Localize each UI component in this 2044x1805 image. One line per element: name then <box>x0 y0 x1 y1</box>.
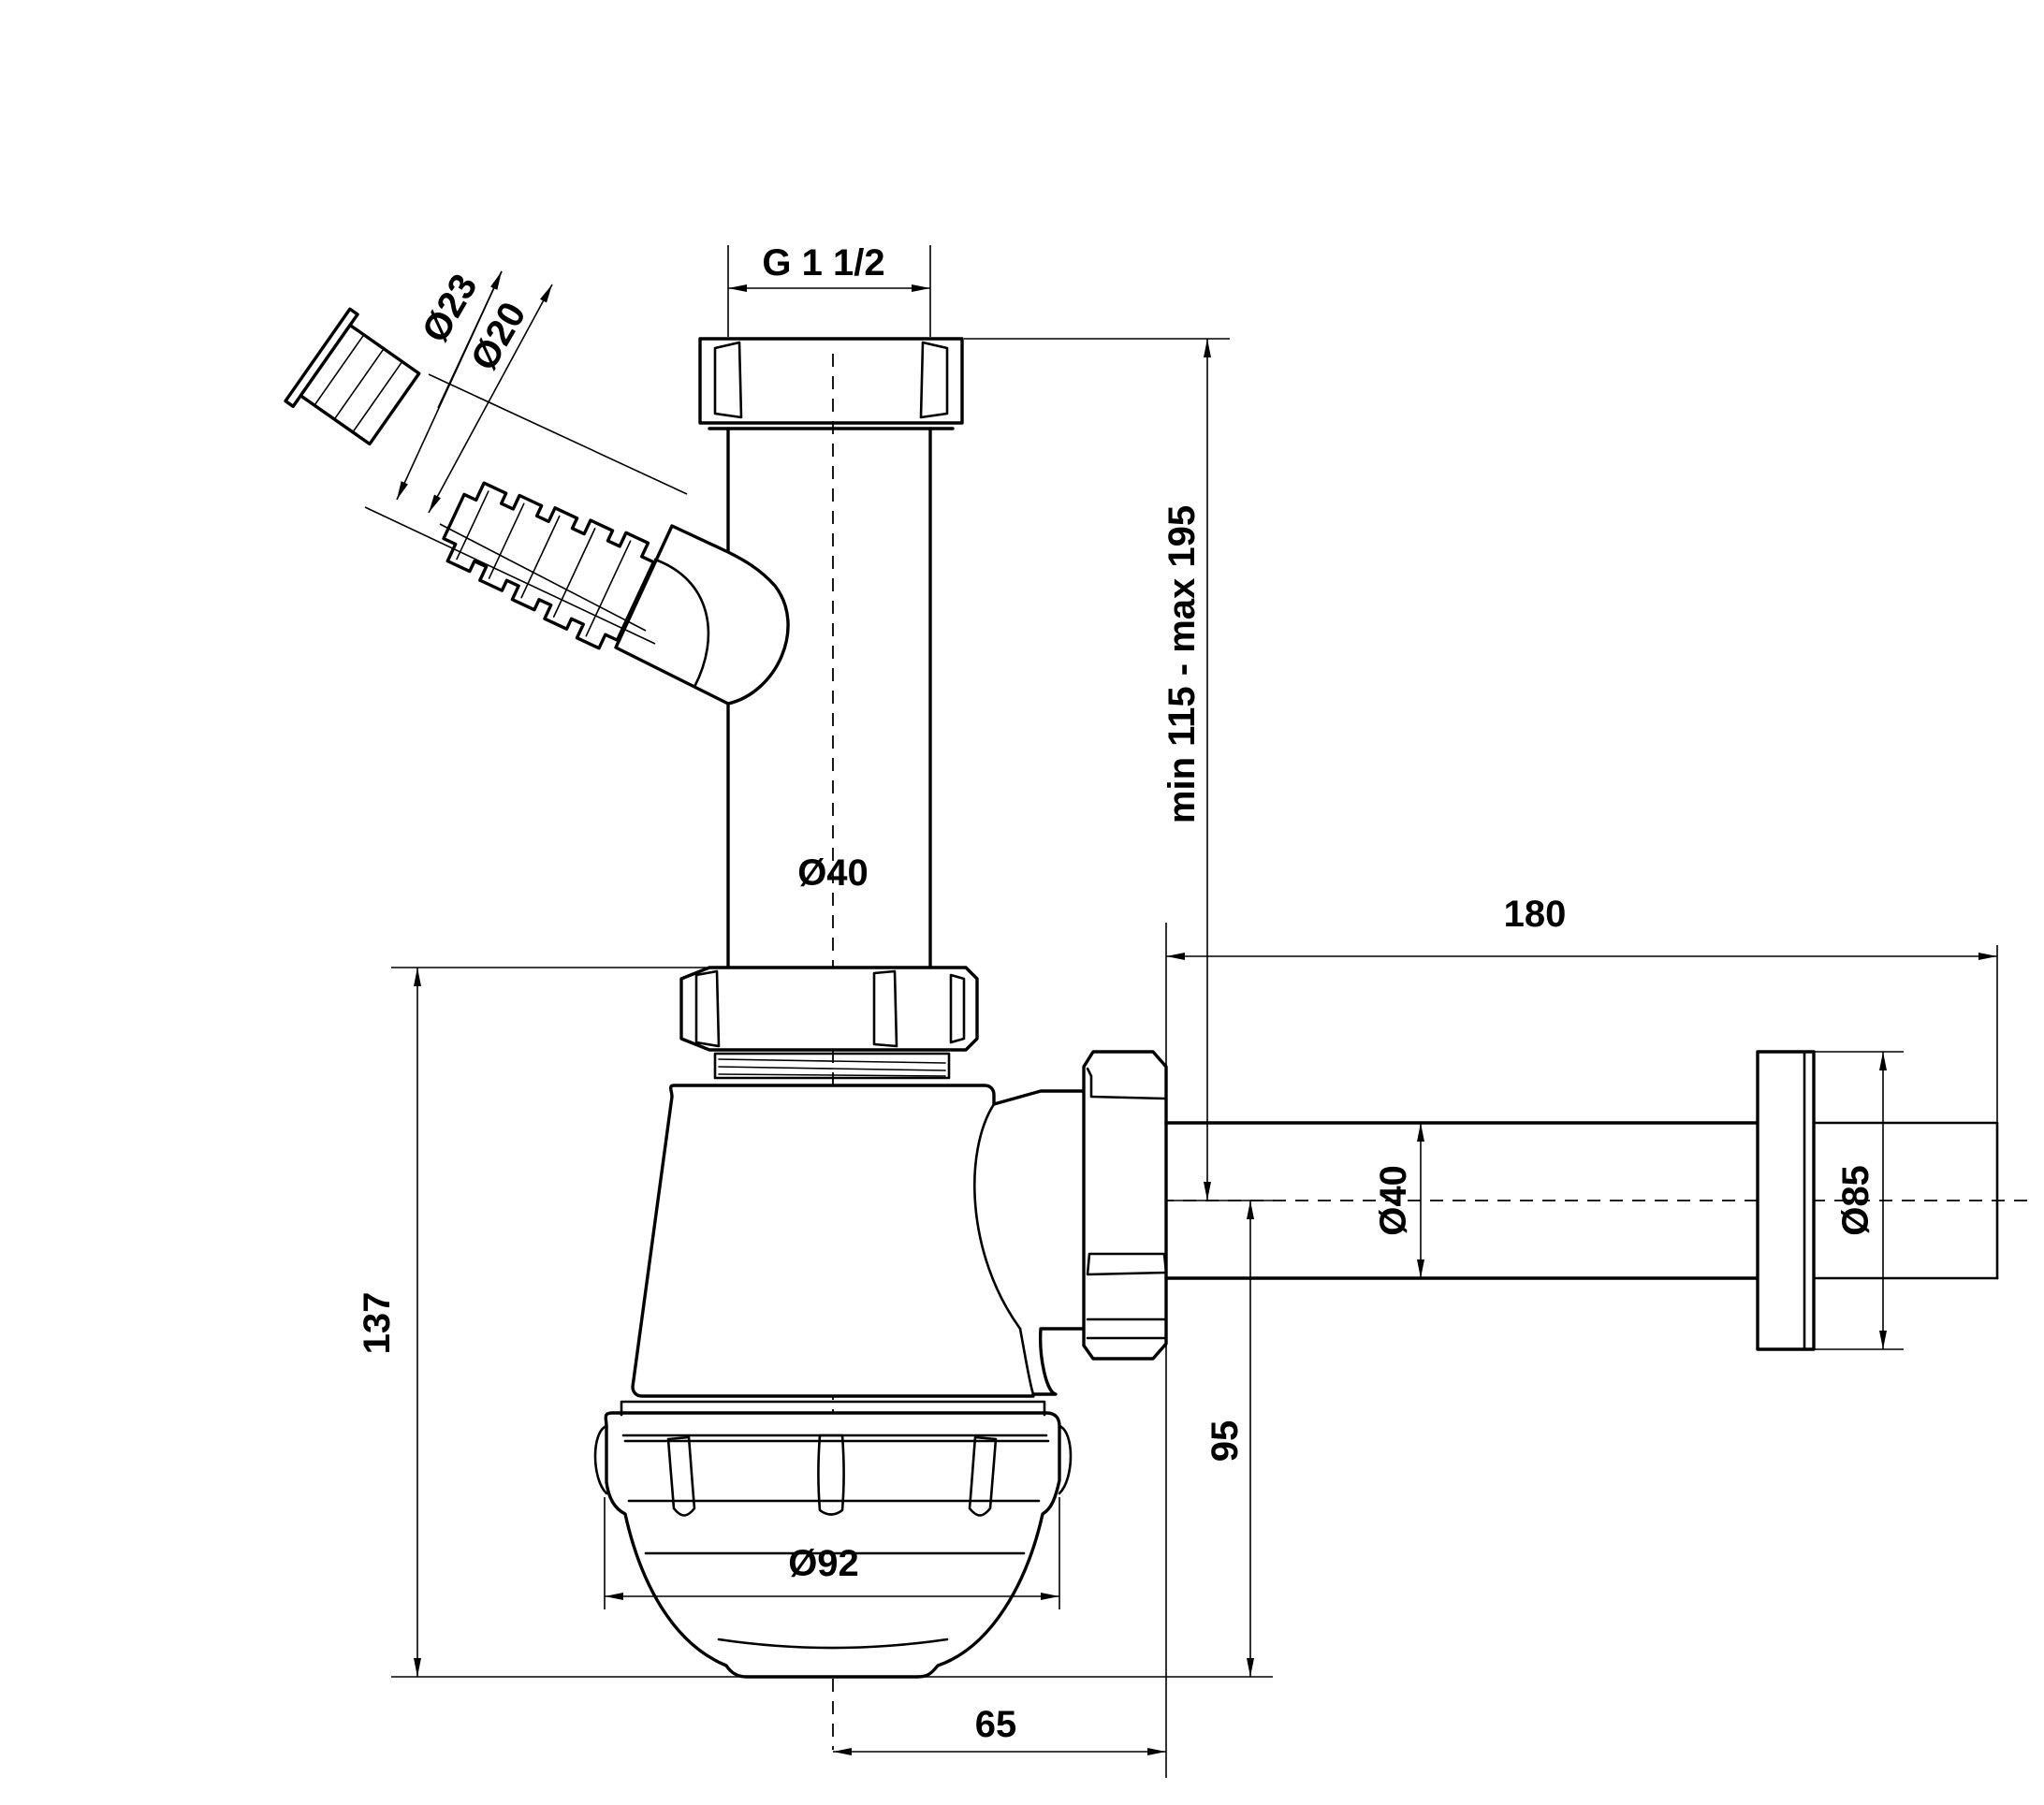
dim-pipe-diameter-label: Ø40 <box>797 852 869 894</box>
dim-outlet-length: 180 <box>1165 894 1998 1778</box>
dim-outlet-diameter: Ø40 <box>1373 1123 1424 1278</box>
dim-total-height: 137 <box>357 967 1273 1678</box>
outlet-union-nut <box>1082 1050 1168 1361</box>
dim-outlet-length-label: 180 <box>1504 894 1567 935</box>
dim-outlet-diameter-label: Ø40 <box>1373 1165 1414 1236</box>
dim-height-range: min 115 - max 195 <box>964 338 1230 1201</box>
wall-flange <box>1756 1050 1816 1351</box>
trap-body <box>631 1084 1089 1398</box>
side-inlet-spigot <box>614 524 790 706</box>
horizontal-outlet-pipe <box>1164 1121 1999 1280</box>
top-union-nut <box>698 337 964 430</box>
corrugated-hose-adapter <box>442 481 656 650</box>
center-lines <box>824 354 2031 1750</box>
dim-total-height-label: 137 <box>357 1292 398 1355</box>
dim-outlet-height: 95 <box>1166 1200 1275 1677</box>
trap-cup <box>593 1400 1073 1679</box>
thread-section <box>713 1052 951 1080</box>
dim-cup-diameter-label: Ø92 <box>788 1543 859 1584</box>
dim-thread: G 1 1/2 <box>727 242 931 337</box>
dim-height-range-label: min 115 - max 195 <box>1161 505 1203 823</box>
dim-flange-diameter-label: Ø85 <box>1835 1165 1876 1236</box>
middle-union-nut <box>679 966 979 1052</box>
dim-cup-diameter: Ø92 <box>604 1497 1060 1609</box>
dim-outlet-height-label: 95 <box>1204 1420 1246 1463</box>
inlet-cap-plug <box>284 307 421 446</box>
dim-thread-label: G 1 1/2 <box>762 242 884 284</box>
dim-flange-diameter: Ø85 <box>1814 1051 1904 1350</box>
dim-offset-label: 65 <box>975 1704 1017 1745</box>
dim-offset: 65 <box>833 1704 1166 1755</box>
